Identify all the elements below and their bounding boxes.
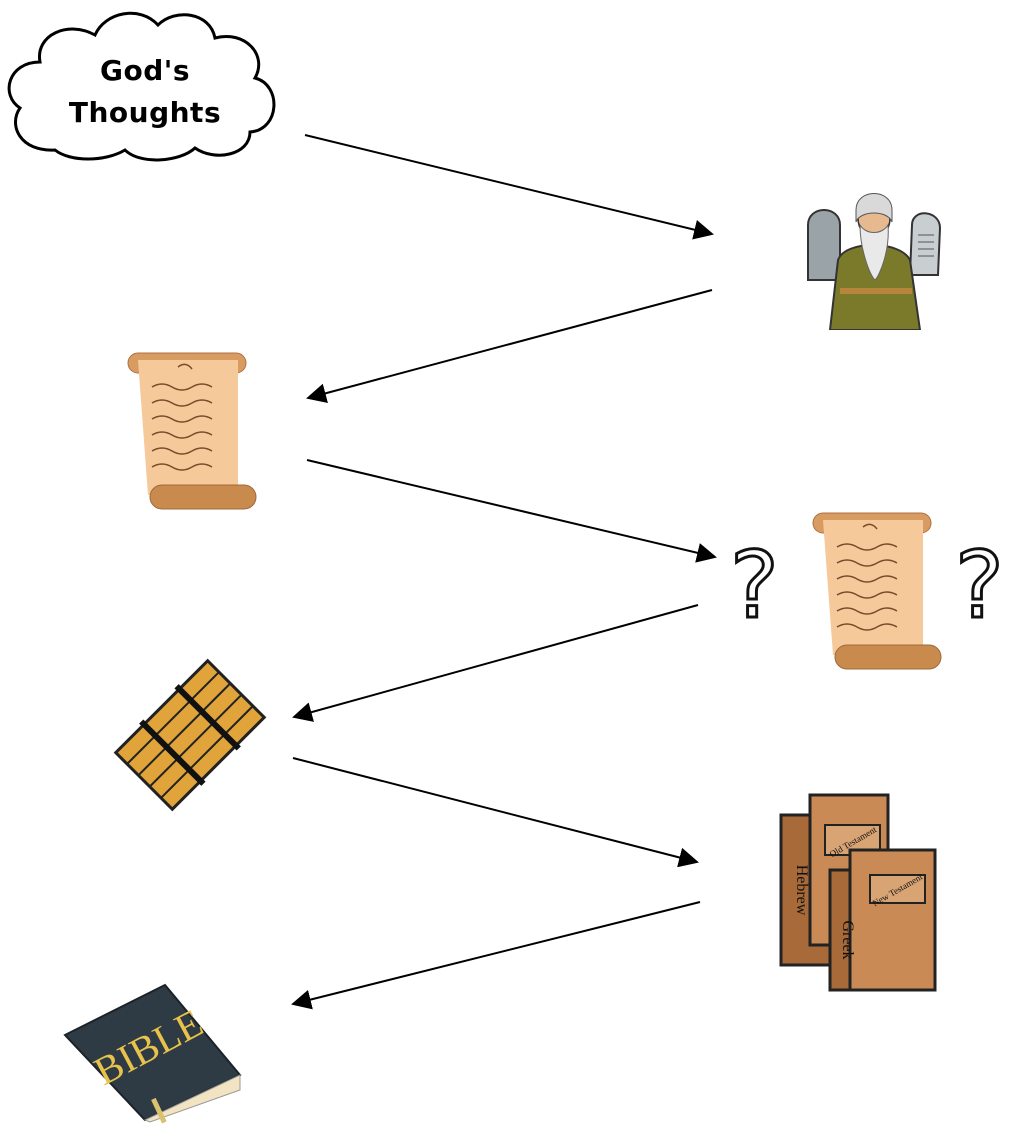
bible-icon: BIBLE <box>63 983 242 1124</box>
books-right-spine: Greek <box>839 920 856 959</box>
books-icon: Old Testament Hebrew New Testament Greek <box>779 793 937 992</box>
scroll-icon-2 <box>812 512 942 670</box>
cloud-label-line1: God's <box>100 54 190 87</box>
arrow-6 <box>291 901 701 1010</box>
question-mark-left: ? <box>729 532 781 639</box>
scroll-icon <box>127 352 257 510</box>
cloud-icon <box>7 11 276 162</box>
arrow-1 <box>304 134 714 240</box>
cloud-label-line2: Thoughts <box>68 96 222 129</box>
arrow-4 <box>292 604 699 722</box>
cloud-label: God's Thoughts <box>40 50 250 134</box>
books-left-spine: Hebrew <box>793 865 810 916</box>
moses-icon <box>807 193 942 330</box>
arrow-5 <box>292 757 699 868</box>
arrow-3 <box>306 459 717 563</box>
arrow-2 <box>306 289 713 404</box>
question-mark-right: ? <box>954 532 1006 639</box>
bamboo-tablet-icon <box>113 658 267 812</box>
